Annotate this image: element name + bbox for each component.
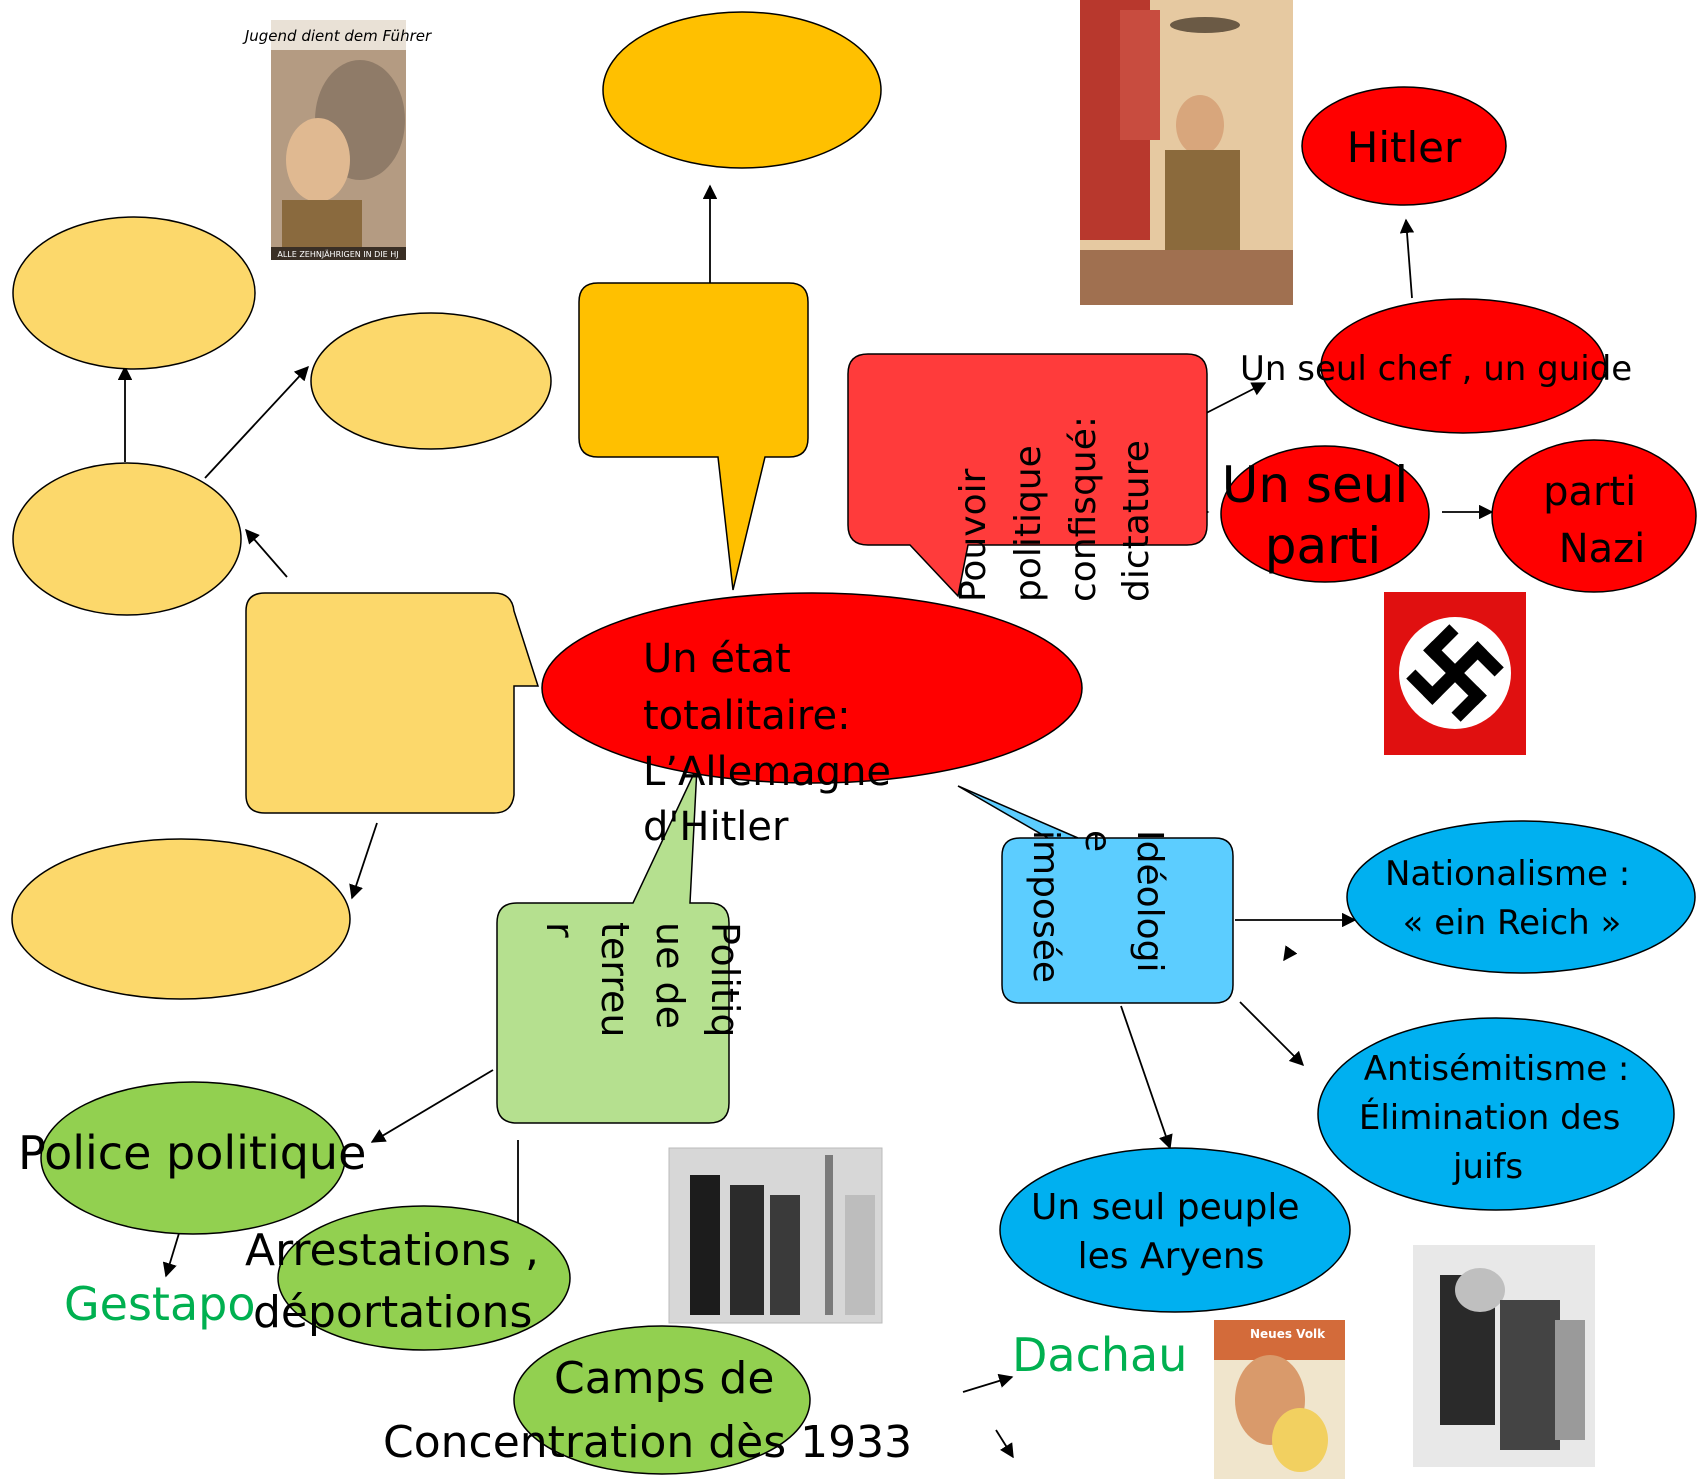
- center-label: Un état totalitaire: L’Allemagne d'Hitle…: [643, 636, 904, 850]
- hitler-youth-poster-image: Jugend dient dem Führer ALLE ZEHNJÄHRIGE…: [242, 20, 432, 260]
- peuple-ellipse: [999, 1147, 1351, 1313]
- camps-ellipse: [513, 1325, 811, 1475]
- ideologie-bubble-text: Idéologi e imposée: [1025, 830, 1170, 984]
- red-speech-bubble: [847, 353, 1208, 598]
- antisemitisme-ellipse: [1317, 1017, 1675, 1211]
- nationalisme-ellipse: [1346, 820, 1696, 974]
- nazi-flag-image: [1384, 592, 1526, 755]
- svg-text:ALLE ZEHNJÄHRIGEN IN DIE HJ: ALLE ZEHNJÄHRIGEN IN DIE HJ: [277, 249, 398, 259]
- yellow-ellipse-middle-left: [12, 462, 242, 616]
- nationalisme-label: Nationalisme : « ein Reich »: [1385, 854, 1641, 943]
- yellow-ellipse-top-middle: [310, 312, 552, 450]
- hitler-ellipse: [1301, 86, 1507, 206]
- ss-officers-photo-image: [668, 1147, 883, 1324]
- yellow-speech-bubble: [245, 592, 540, 814]
- camps-label: Camps de Concentration dès 1933: [383, 1353, 912, 1468]
- pouvoir-bubble-text: Pouvoir politique confisqué: dictature: [953, 405, 1157, 602]
- neues-volk-poster-image: Neues Volk: [1214, 1320, 1345, 1479]
- hitler-label: Hitler: [1347, 123, 1462, 172]
- terreur-bubble-text: Politiq ue de terreu r: [538, 922, 747, 1050]
- police-label: Police politique: [18, 1126, 366, 1180]
- svg-text:Jugend dient dem Führer: Jugend dient dem Führer: [242, 27, 432, 45]
- arrestations-label: Arrestations , déportations: [245, 1225, 553, 1338]
- seul-parti-ellipse: [1220, 445, 1430, 583]
- chef-ellipse: [1320, 298, 1606, 434]
- antisemitic-caricature-image: [1413, 1245, 1595, 1467]
- seul-parti-label: Un seul parti: [1222, 456, 1424, 575]
- blue-speech-bubble: [957, 785, 1234, 1004]
- yellow-ellipse-bottom-left: [11, 838, 351, 1000]
- orange-top-ellipse: [602, 11, 882, 169]
- police-ellipse: [40, 1081, 346, 1235]
- chef-label: Un seul chef , un guide: [1240, 349, 1632, 389]
- parti-nazi-label: parti Nazi: [1543, 469, 1649, 572]
- hitler-portrait-image: [1080, 0, 1293, 305]
- gestapo-label: Gestapo: [64, 1277, 255, 1331]
- dachau-label: Dachau: [1012, 1328, 1187, 1382]
- yellow-ellipse-top-left: [12, 216, 256, 370]
- orange-speech-bubble: [578, 282, 809, 591]
- arrestations-ellipse: [277, 1205, 571, 1351]
- parti-nazi-ellipse: [1491, 439, 1697, 593]
- antisemitisme-label: Antisémitisme : Élimination des juifs: [1359, 1049, 1640, 1187]
- peuple-label: Un seul peuple les Aryens: [1031, 1187, 1311, 1277]
- svg-text:Neues Volk: Neues Volk: [1250, 1327, 1326, 1341]
- green-speech-bubble: [496, 766, 730, 1124]
- center-ellipse: [541, 592, 1083, 784]
